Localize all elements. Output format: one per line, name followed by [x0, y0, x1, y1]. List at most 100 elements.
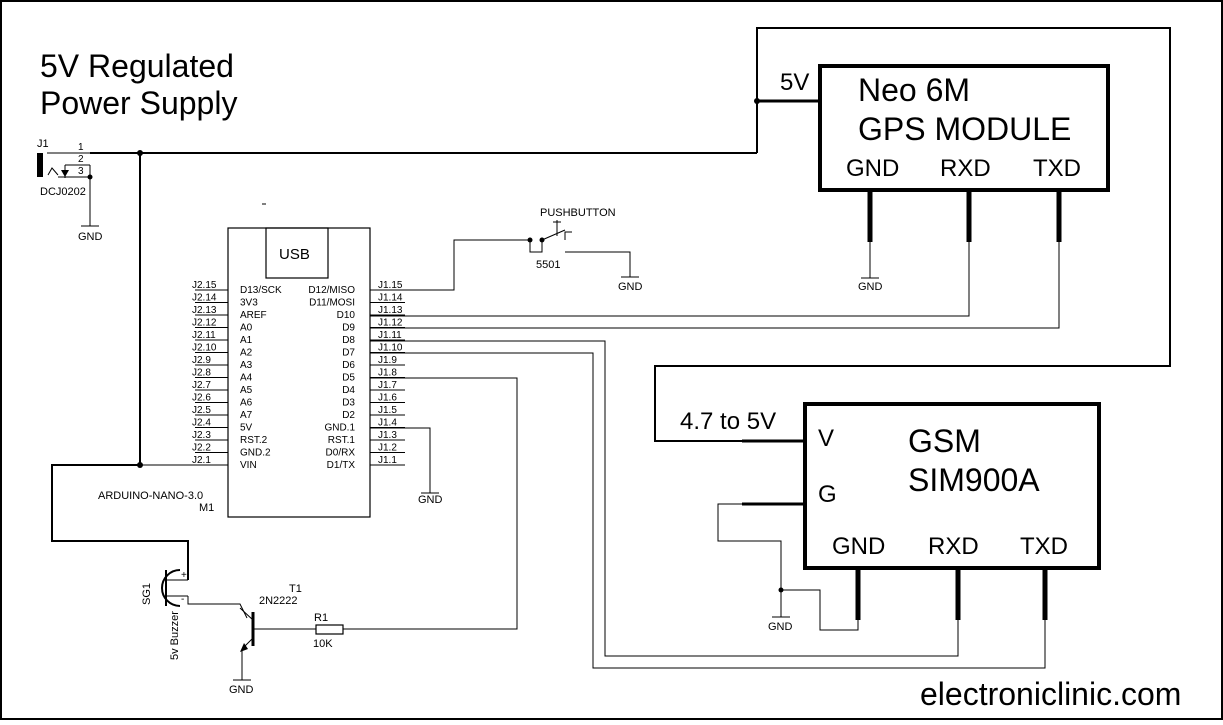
buzzer-minus: - [181, 594, 184, 605]
pin-label: D7 [342, 348, 355, 359]
pin-label: GND.1 [324, 423, 355, 434]
footer-site: electroniclinic.com [920, 676, 1181, 712]
pin-number: J2.8 [192, 368, 211, 379]
gps-body [818, 64, 1110, 192]
pin-label: RST.1 [328, 435, 356, 446]
gsm-pin-rxd: RXD [928, 533, 979, 560]
pin-label: A6 [240, 398, 253, 409]
arduino-pin-left: J2.1 VIN [192, 455, 257, 471]
arduino-pin-left: J2.9 A3 [192, 355, 253, 371]
resistor: R1 10K [313, 612, 344, 650]
pin-number: J1.3 [378, 430, 397, 441]
pin-number: J1.1 [378, 455, 397, 466]
usb-connector [265, 227, 329, 279]
pushbutton-ref: 5501 [536, 259, 560, 271]
pin-number: J2.11 [192, 330, 216, 341]
pin-label: AREF [240, 310, 267, 321]
pin-label: D1/TX [327, 460, 356, 471]
pin-number: J2.7 [192, 380, 211, 391]
arduino-pin-left: J2.7 A5 [192, 380, 253, 396]
pin-number: J1.4 [378, 418, 397, 429]
pin-label: D8 [342, 335, 355, 346]
gsm-body [803, 402, 1101, 570]
pin-number: J2.9 [192, 355, 211, 366]
buzzer-name: 5v Buzzer [169, 611, 181, 660]
jack-pin-1: 1 [78, 142, 84, 153]
pin-number: J1.6 [378, 393, 397, 404]
pin-label: A2 [240, 348, 253, 359]
pin-label: VIN [240, 460, 257, 471]
pin-label: 5V [240, 423, 253, 434]
jack-pin-2: 2 [78, 154, 84, 165]
gsm-pin-g: G [818, 481, 837, 508]
pin-number: J2.4 [192, 418, 211, 429]
pin-label: D2 [342, 410, 355, 421]
arduino-gnd-label: GND [418, 494, 443, 506]
pin-number: J2.1 [192, 455, 211, 466]
pin-label: D11/MOSI [309, 298, 355, 309]
gsm-supply-label: 4.7 to 5V [680, 408, 776, 435]
arduino-pin-right: J1.7D4 [342, 380, 405, 396]
buzzer-plus: + [181, 570, 187, 581]
arduino-pin-left: J2.8 A4 [192, 368, 253, 384]
gsm-pin-gnd: GND [832, 533, 885, 560]
pin-label: A0 [240, 323, 253, 334]
transistor: GND T1 2N2222 [229, 583, 316, 696]
pushbutton-name: PUSHBUTTON [540, 207, 616, 219]
pin-label: A7 [240, 410, 253, 421]
arduino-pin-right: J1.9D6 [342, 355, 405, 371]
pin-label: D3 [342, 398, 355, 409]
gsm-title-2: SIM900A [908, 462, 1040, 498]
pin-number: J2.13 [192, 305, 217, 316]
pin-label: D12/MISO [308, 285, 355, 296]
gsm-title-1: GSM [908, 423, 981, 459]
pin-label: D4 [342, 385, 355, 396]
pin-number: J1.9 [378, 355, 397, 366]
pin-number: J1.10 [378, 343, 403, 354]
arduino-pin-right: J1.2D0/RX [326, 443, 405, 459]
pin-number: J2.12 [192, 318, 217, 329]
gps-pin-gnd: GND [846, 155, 899, 182]
pin-number: J1.5 [378, 405, 397, 416]
pin-number: J1.12 [378, 318, 403, 329]
buzzer-ref: SG1 [141, 583, 153, 605]
pin-label: D0/RX [326, 448, 356, 459]
arduino-pin-left: J2.4 5V [192, 418, 253, 434]
pin-label: A4 [240, 373, 253, 384]
buzzer: + - SG1 5v Buzzer [51, 464, 189, 660]
pin-label: D13/SCK [240, 285, 282, 296]
transistor-part: 2N2222 [259, 595, 298, 607]
pin-label: A1 [240, 335, 253, 346]
arduino-pin-right: J1.5 D2 [342, 405, 405, 421]
arduino-name: ARDUINO-NANO-3.0 [98, 490, 203, 502]
pin-number: J1.14 [378, 293, 403, 304]
transistor-gnd-label: GND [229, 684, 254, 696]
usb-label: USB [279, 246, 310, 263]
pin-number: J2.2 [192, 443, 211, 454]
pin-label: A3 [240, 360, 253, 371]
pin-label: RST.2 [240, 435, 268, 446]
transistor-ref: T1 [289, 583, 302, 595]
buzzer-body [161, 569, 181, 607]
arduino-pin-left: J2.13 AREF [192, 305, 267, 321]
arduino-pin-right: J1.3 RST.1 [328, 430, 405, 446]
pin-number: J2.10 [192, 343, 217, 354]
gsm-pin-v: V [818, 425, 834, 452]
arduino-pin-right: J1.14 D11/MOSI [309, 293, 405, 309]
pin-number: J2.15 [192, 280, 217, 291]
resistor-body [315, 624, 344, 635]
pin-number: J1.8 [378, 368, 397, 379]
pin-label: A5 [240, 385, 253, 396]
title-line-1: 5V Regulated [40, 48, 234, 84]
gps-pin-txd: TXD [1033, 155, 1081, 182]
jack-part: DCJ0202 [40, 186, 86, 198]
pin-number: J1.11 [378, 330, 402, 341]
jack-gnd-label: GND [78, 231, 103, 243]
gps-pin-rxd: RXD [940, 155, 991, 182]
